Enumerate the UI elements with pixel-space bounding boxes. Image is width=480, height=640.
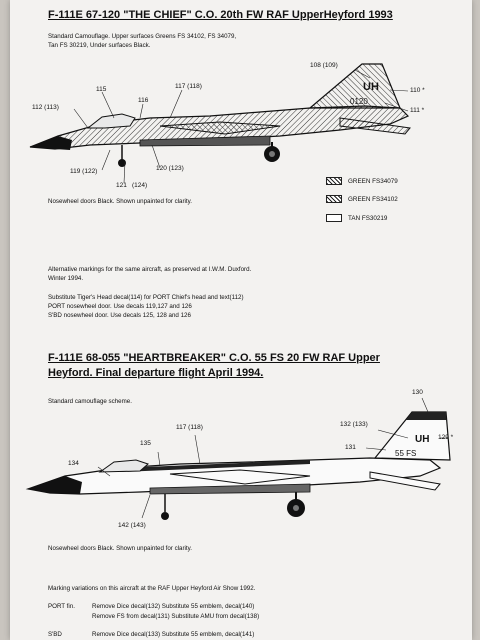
port-label: PORT fin. (48, 603, 75, 610)
callout-111: 111 * (410, 107, 425, 114)
nose-wheel (118, 159, 126, 167)
callout-120: 120 (123) (156, 165, 184, 172)
aircraft2-drawing: UH 55 FS (25, 397, 451, 520)
sbd-label: S'BD (48, 631, 62, 638)
alt-markings-line1: Alternative markings for the same aircra… (48, 266, 252, 273)
callout-132: 132 (133) (340, 421, 368, 428)
crosshatch-swatch-icon (326, 195, 342, 203)
callout-116: 116 (138, 97, 149, 104)
leader-lines-1 (73, 69, 409, 184)
tail2-code: UH (415, 434, 429, 445)
callout-134: 134 (68, 460, 79, 467)
section2-camo-line: Standard camouflage scheme. (48, 398, 132, 405)
callout-110: 110 * (410, 87, 425, 94)
instruction-sheet: F-111E 67-120 "THE CHIEF" C.O. 20th FW R… (10, 0, 472, 640)
section2-nosewheel-note: Nosewheel doors Black. Shown unpainted f… (48, 545, 192, 552)
alt-markings-line2: Winter 1994. (48, 275, 84, 282)
callout-121: 121 (116, 182, 127, 189)
callout-124: (124) (132, 182, 148, 189)
port-line2: Remove FS from decal(131) Substitute AMU… (92, 613, 260, 620)
wing2-shape (169, 469, 311, 485)
callout-131: 131 (345, 444, 356, 451)
canopy-shape (86, 113, 136, 129)
stabilizer-shape (339, 117, 411, 135)
callout-117-section2: 117 (118) (176, 424, 203, 431)
callout-108: 108 (109) (310, 62, 338, 69)
nose-radome (30, 136, 72, 150)
blank-swatch-icon (326, 214, 342, 222)
callout-129: 129 * (438, 434, 454, 441)
section1-nosewheel-note: Nosewheel doors Black. Shown unpainted f… (48, 198, 192, 205)
spine-stripe (120, 460, 310, 472)
tail2-serial: 55 FS (395, 449, 416, 458)
substitute-line2: PORT nosewheel door. Use decals 119,127 … (48, 303, 192, 310)
legend-item-green-34079: GREEN FS34079 (326, 177, 398, 185)
belly-shape (139, 135, 271, 147)
aircraft1-drawing: UH 0120 (29, 63, 411, 184)
canopy2-shape (98, 459, 149, 473)
section1-title: F-111E 67-120 "THE CHIEF" C.O. 20th FW R… (48, 9, 393, 21)
stabilizer2-shape (369, 471, 441, 491)
hatch-swatch-icon (326, 177, 342, 185)
nose-wheel2 (161, 512, 169, 520)
leader-lines-2 (97, 397, 448, 519)
section1-camo-line1: Standard Camouflage. Upper surfaces Gree… (48, 33, 237, 40)
tail-code: UH (363, 81, 379, 93)
callout-115: 115 (96, 86, 107, 93)
legend-item-tan-30219: TAN FS30219 (326, 214, 387, 222)
tail-fin-shape (308, 63, 401, 109)
marking-variations-line: Marking variations on this aircraft at t… (48, 585, 256, 592)
section1-camo-line2: Tan FS 30219, Under surfaces Black. (48, 42, 151, 49)
callout-142: 142 (143) (118, 522, 146, 529)
section2-title-line2: Heyford. Final departure flight April 19… (48, 367, 264, 379)
section2-title-line1: F-111E 68-055 "HEARTBREAKER" C.O. 55 FS … (48, 352, 380, 364)
nose2-radome (28, 476, 82, 494)
fin-cap-stripe (406, 412, 446, 420)
substitute-line1: Substitute Tiger's Head decal(114) for P… (48, 294, 244, 301)
belly2-shape (149, 483, 311, 495)
wing-shape (159, 121, 281, 135)
tail-serial: 0120 (350, 97, 368, 106)
callout-119: 119 (122) (70, 168, 98, 175)
callout-117: 117 (118) (175, 83, 202, 90)
callout-135: 135 (140, 440, 151, 447)
callout-112: 112 (113) (32, 104, 59, 111)
main-wheel-hub (269, 151, 275, 157)
port-line1: Remove Dice decal(132) Substitute 55 emb… (92, 603, 255, 610)
callout-130: 130 (412, 389, 423, 396)
substitute-line3: S'BD nosewheel door. Use decals 125, 128… (48, 312, 191, 319)
sbd-line1: Remove Dice decal(133) Substitute 55 emb… (92, 631, 255, 638)
legend-item-green-34102: GREEN FS34102 (326, 195, 398, 203)
main-wheel2-hub (293, 505, 299, 511)
